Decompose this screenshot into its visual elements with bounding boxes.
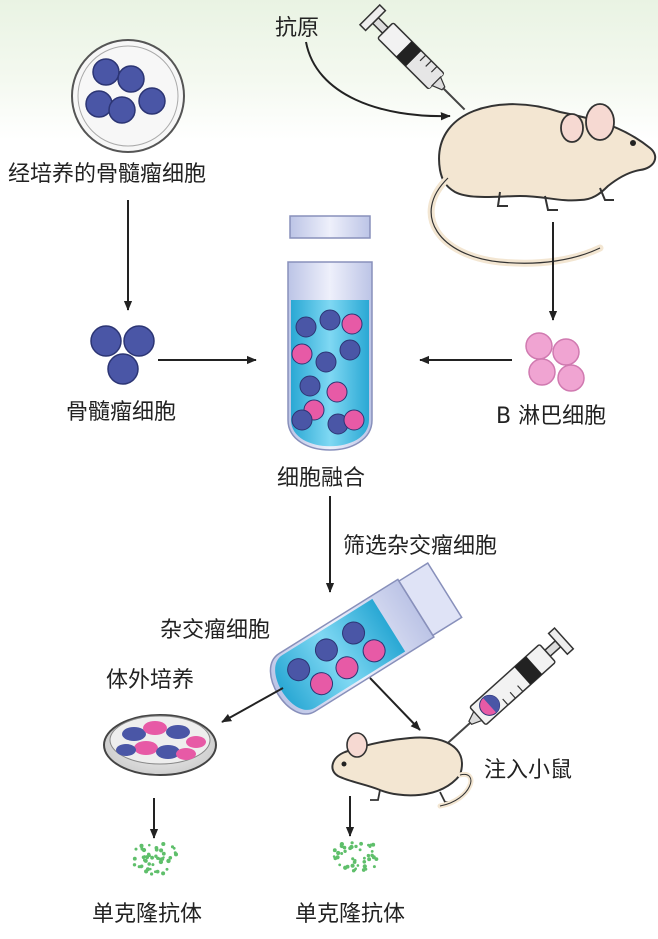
antibody-dot xyxy=(161,851,166,856)
antibody-dot xyxy=(353,868,357,872)
antibody-dot xyxy=(348,846,352,851)
antibody-dot xyxy=(340,852,344,855)
label-b-lymphocyte: B 淋巴细胞 xyxy=(496,404,607,429)
antibody-dot xyxy=(338,863,342,867)
antibody-dot xyxy=(134,847,138,851)
label-myeloma: 骨髓瘤细胞 xyxy=(66,400,177,425)
label-in-vitro-culture: 体外培养 xyxy=(106,668,195,693)
antibody-dot xyxy=(366,853,371,858)
antibody-dot xyxy=(142,858,146,862)
antibody-dot xyxy=(145,855,150,860)
antibody-dot xyxy=(154,870,157,873)
antibody-dot xyxy=(362,864,367,869)
antigen-syringe xyxy=(358,3,466,111)
antibody-dot xyxy=(146,852,151,857)
myeloma-culture-dish xyxy=(71,39,185,153)
label-antibody-left: 单克隆抗体 xyxy=(92,902,203,927)
label-screen-hybridoma: 筛选杂交瘤细胞 xyxy=(343,534,498,559)
antibody-dot xyxy=(350,863,355,868)
antibody-dot xyxy=(160,857,165,861)
antibody-dot xyxy=(370,849,374,853)
antibody-dot xyxy=(132,863,137,867)
antibody-dot xyxy=(343,865,348,870)
injection-syringe xyxy=(442,626,575,748)
b-lymphocyte-cells xyxy=(525,332,585,392)
antibody-dot xyxy=(150,855,154,860)
antibody-dot xyxy=(150,872,154,876)
antibody-dot xyxy=(173,851,177,855)
antigen-arrow xyxy=(305,41,451,121)
antibody-dot xyxy=(158,859,164,865)
label-antibody-right: 单克隆抗体 xyxy=(295,902,406,927)
recipient-mouse xyxy=(331,732,474,809)
arrow-hybridoma-to-dish xyxy=(221,687,284,723)
label-antigen: 抗原 xyxy=(275,16,320,41)
hybridoma-tube xyxy=(269,562,463,715)
antibody-dot xyxy=(367,843,370,847)
antibody-dot xyxy=(371,855,376,860)
antibody-dot xyxy=(336,850,341,856)
antibody-dot xyxy=(354,844,358,849)
antibody-dot xyxy=(147,862,151,866)
antibody-dot xyxy=(343,849,347,853)
antibody-dot xyxy=(168,855,173,860)
antibody-dot xyxy=(358,848,362,852)
antibody-dot xyxy=(154,847,159,852)
antibody-dot xyxy=(372,865,376,869)
antibody-dot xyxy=(148,843,151,847)
antibody-dot xyxy=(139,865,143,869)
antibody-dot xyxy=(141,847,147,853)
antibody-dot xyxy=(339,844,343,848)
antibody-dot xyxy=(155,869,160,874)
antibody-dot xyxy=(145,867,150,872)
antibody-dot xyxy=(159,848,164,853)
antibody-dot xyxy=(161,841,166,847)
antibody-dot xyxy=(154,854,158,858)
antibody-dots-right xyxy=(332,841,379,873)
fusion-test-tube xyxy=(287,215,373,451)
myeloma-cells xyxy=(90,325,155,385)
arrow-hybridoma-to-syringe xyxy=(369,677,421,731)
donor-mouse xyxy=(427,103,657,267)
antibody-dot xyxy=(367,857,372,862)
culture-petri-dish xyxy=(103,714,217,776)
antibody-dot xyxy=(356,864,360,867)
antibody-dot xyxy=(166,858,171,864)
antibody-dot xyxy=(362,856,366,860)
antibody-dot xyxy=(371,842,376,847)
antibody-dot xyxy=(332,855,336,858)
antibody-dot xyxy=(170,845,175,849)
label-hybridoma: 杂交瘤细胞 xyxy=(160,618,271,643)
antibody-dot xyxy=(139,843,144,848)
antibody-dot xyxy=(158,857,162,861)
antibody-dot xyxy=(161,871,166,876)
label-inject-mouse: 注入小鼠 xyxy=(484,758,573,783)
antibody-dot xyxy=(362,859,367,864)
antibody-dots-left xyxy=(132,841,179,876)
antibody-dot xyxy=(361,868,366,872)
antibody-dot xyxy=(359,841,363,846)
antibody-dot xyxy=(350,841,354,845)
label-cell-fusion: 细胞融合 xyxy=(277,466,366,491)
antibody-dot xyxy=(132,856,137,861)
antibody-dot xyxy=(352,860,357,864)
antibody-dot xyxy=(151,863,155,867)
antibody-dot xyxy=(141,855,146,860)
label-cultured-myeloma: 经培养的骨髓瘤细胞 xyxy=(8,162,207,187)
antibody-dot xyxy=(332,848,337,853)
antibody-dot xyxy=(351,857,355,861)
antibody-dot xyxy=(165,867,169,871)
